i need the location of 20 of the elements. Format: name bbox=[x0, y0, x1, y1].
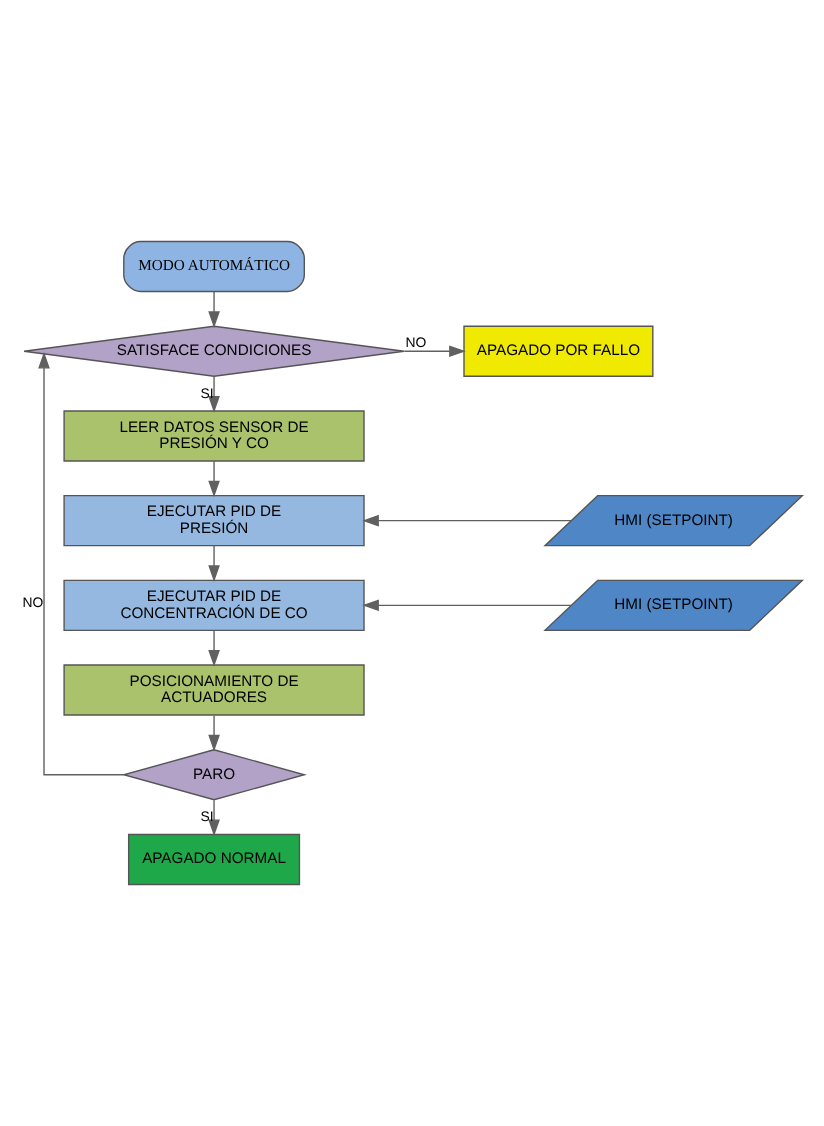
arrow bbox=[208, 545, 220, 583]
node-box: APAGADO NORMAL bbox=[127, 833, 301, 886]
arrow bbox=[208, 460, 220, 498]
node-box: EJECUTAR PID DE PRESIÓN bbox=[63, 494, 365, 547]
node-box: LEER DATOS SENSOR DE PRESIÓN Y CO bbox=[63, 410, 365, 462]
arrow bbox=[208, 799, 220, 837]
arrow bbox=[208, 375, 220, 413]
node-diamond: SATISFACE CONDICIONES bbox=[23, 325, 405, 377]
arrow bbox=[362, 514, 572, 527]
node-box: MODO AUTOMÁTICO bbox=[123, 240, 305, 293]
arrow bbox=[208, 714, 220, 752]
node-box: POSICIONAMIENTO DE ACTUADORES bbox=[63, 664, 365, 716]
arrow bbox=[208, 630, 220, 667]
node-diamond: PARO bbox=[121, 749, 307, 801]
arrow bbox=[403, 345, 466, 358]
arrow bbox=[38, 351, 125, 776]
arrow bbox=[362, 599, 572, 612]
node-box: APAGADO POR FALLO bbox=[463, 325, 654, 377]
node-box: EJECUTAR PID DE CONCENTRACIÓN DE CO bbox=[63, 579, 365, 632]
arrow bbox=[208, 291, 220, 328]
